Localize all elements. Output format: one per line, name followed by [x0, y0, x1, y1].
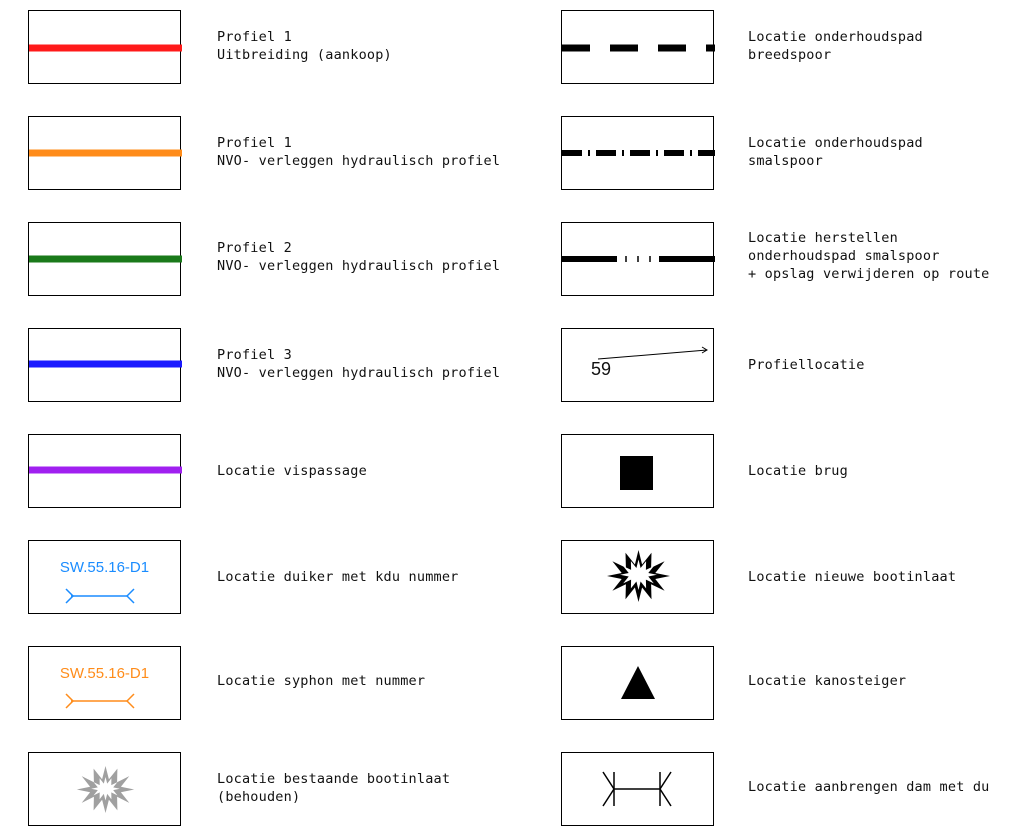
- legend-swatch-maintenance-path-narrow: [561, 116, 715, 190]
- orange-line-icon: [29, 149, 182, 157]
- legend-swatch-bridge: [561, 434, 714, 508]
- legend-label-existing-boat-inlet: Locatie bestaande bootinlaat(behouden): [217, 771, 451, 805]
- legend-swatch-syphon: SW.55.16-D1: [28, 646, 181, 720]
- dash-tick-line-icon: [562, 256, 715, 262]
- square-icon: [620, 456, 653, 490]
- profile-arrow-icon: [597, 346, 708, 360]
- legend-label-fish-passage: Locatie vispassage: [217, 463, 367, 479]
- profile-number: 59: [591, 359, 612, 379]
- dash-dot-line-icon: [562, 150, 715, 156]
- dashed-line-wide-icon: [562, 44, 715, 52]
- syphon-number: SW.55.16-D1: [59, 665, 150, 682]
- legend-swatch-existing-boat-inlet: [28, 752, 181, 826]
- legend-swatch-maintenance-path-wide: [561, 10, 715, 84]
- legend-label-new-boat-inlet: Locatie nieuwe bootinlaat: [748, 569, 957, 585]
- legend-label-canoe-jetty: Locatie kanosteiger: [748, 673, 907, 689]
- triangle-icon: [621, 666, 655, 699]
- legend-label-syphon: Locatie syphon met nummer: [217, 673, 426, 689]
- legend-swatch-profile1-nvo: [28, 116, 182, 190]
- legend-swatch-profile3: [28, 328, 182, 402]
- legend-swatch-profile-location: 59: [561, 328, 714, 402]
- star-burst-gray-icon: [76, 766, 135, 813]
- legend-swatch-canoe-jetty: [561, 646, 714, 720]
- legend-swatch-fish-passage: [28, 434, 182, 508]
- legend-swatch-culvert: SW.55.16-D1: [28, 540, 181, 614]
- legend-label-dam: Locatie aanbrengen dam met du: [748, 779, 990, 795]
- legend-swatch-new-boat-inlet: [561, 540, 714, 614]
- legend-label-bridge: Locatie brug: [748, 463, 848, 479]
- legend-swatch-dam: [561, 752, 714, 826]
- red-line-icon: [29, 44, 182, 52]
- legend-swatch-profile2: [28, 222, 182, 296]
- culvert-symbol-icon: [65, 588, 135, 604]
- legend-swatch-restore-maintenance-path: [561, 222, 715, 296]
- culvert-number: SW.55.16-D1: [59, 559, 150, 576]
- green-line-icon: [29, 255, 182, 263]
- star-burst-outline-icon: [607, 550, 670, 602]
- dam-symbol-icon: [602, 771, 672, 807]
- legend-swatch-profile1-purchase: [28, 10, 182, 84]
- syphon-symbol-icon: [65, 693, 135, 709]
- purple-line-icon: [29, 466, 182, 474]
- legend-label-profile-location: Profiellocatie: [748, 357, 865, 373]
- blue-line-icon: [29, 360, 182, 368]
- legend-label-culvert: Locatie duiker met kdu nummer: [217, 569, 459, 585]
